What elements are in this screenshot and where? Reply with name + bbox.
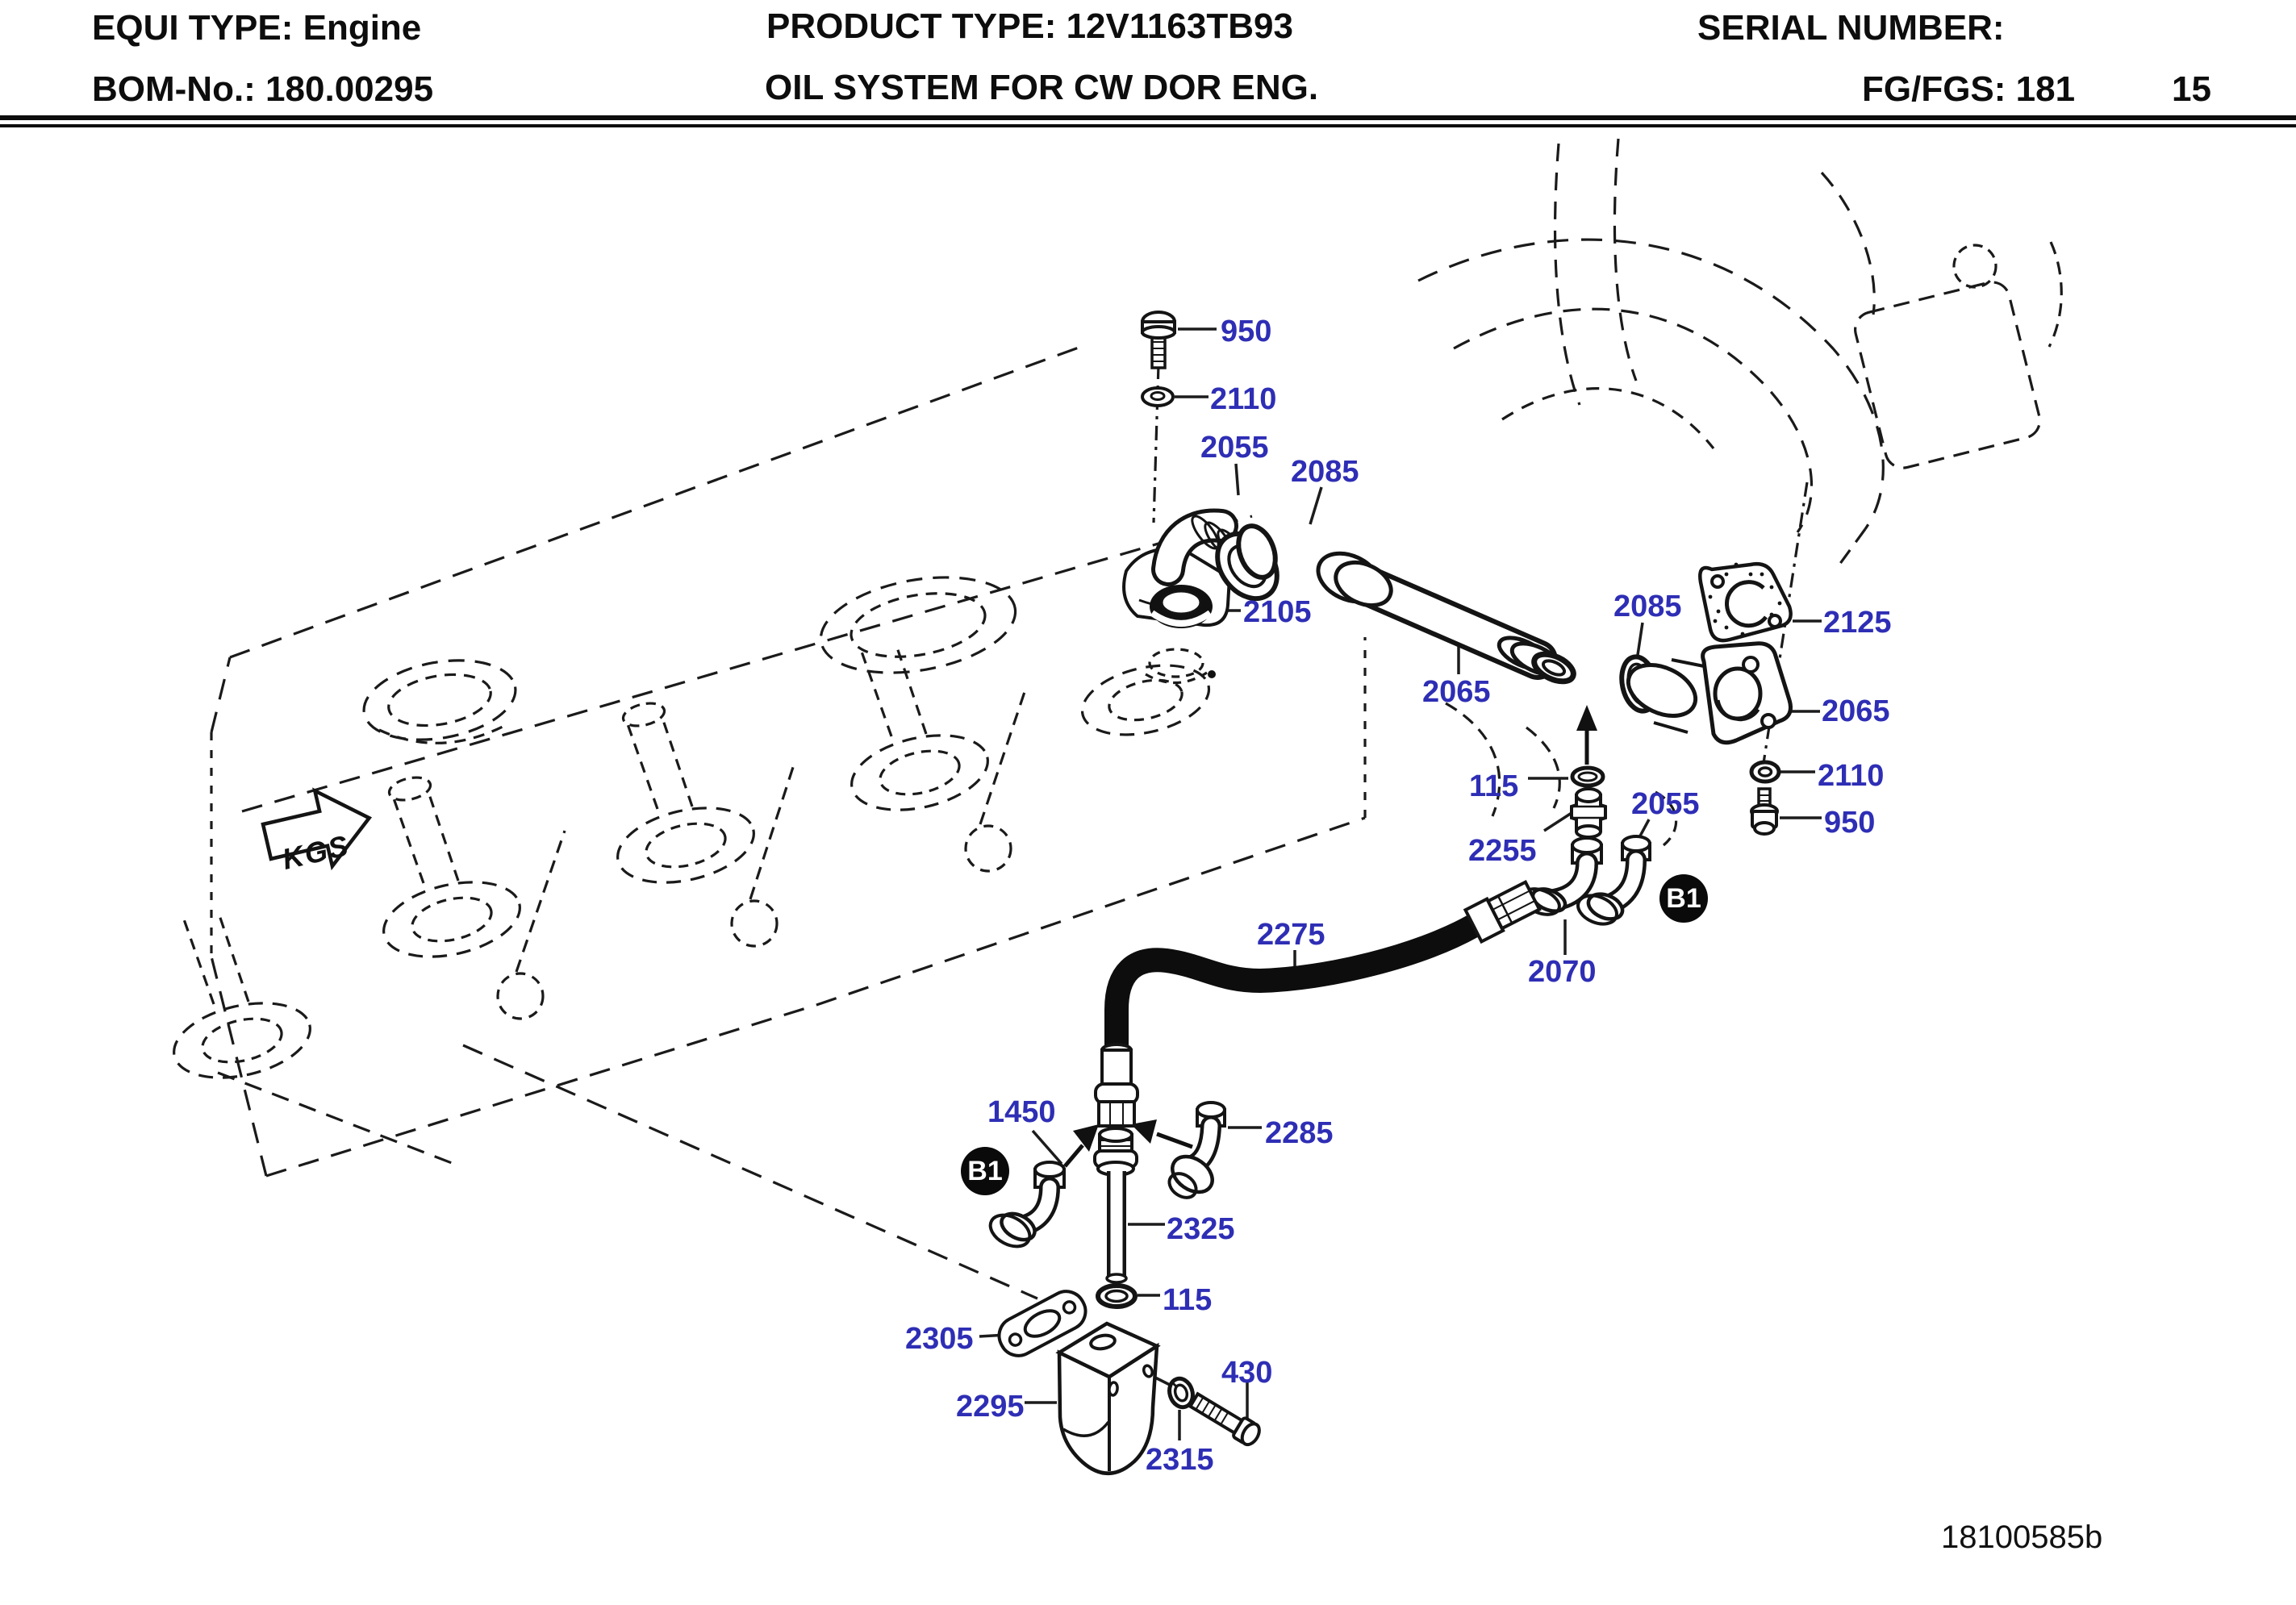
part-label-2065: 2065 xyxy=(1822,694,1890,728)
part-label-2305: 2305 xyxy=(905,1322,974,1356)
oring-115-upper xyxy=(1570,765,1605,788)
serial-number: SERIAL NUMBER: xyxy=(1697,8,2005,48)
drawing-id: 18100585b xyxy=(1941,1520,2103,1555)
part-label-2105: 2105 xyxy=(1243,595,1312,629)
equi-type: EQUI TYPE: Engine xyxy=(92,8,422,48)
part-label-115: 115 xyxy=(1469,769,1519,803)
pipe-2065 xyxy=(1316,551,1576,685)
elbow-1450 xyxy=(988,1161,1066,1249)
gasket-2125 xyxy=(1698,562,1793,643)
part-label-2065: 2065 xyxy=(1422,675,1491,709)
part-label-2295: 2295 xyxy=(956,1390,1025,1424)
elbow-2070 xyxy=(1521,836,1603,916)
part-label-2085: 2085 xyxy=(1613,590,1682,623)
seal-2105 xyxy=(1150,585,1213,628)
tube-2325 xyxy=(1093,1127,1138,1284)
header-divider-thick xyxy=(0,115,2296,120)
pointer-arrows xyxy=(1063,705,1597,1168)
part-label-950: 950 xyxy=(1824,806,1876,840)
gasket-2305 xyxy=(997,1290,1087,1357)
flange-2065-right xyxy=(1626,641,1793,745)
oring-2085-top xyxy=(1236,523,1278,580)
leader-lines xyxy=(979,327,1822,1440)
bom-no: BOM-No.: 180.00295 xyxy=(92,69,434,109)
part-label-1450: 1450 xyxy=(987,1095,1056,1129)
product-type: PRODUCT TYPE: 12V1163TB93 xyxy=(766,6,1293,46)
bolt-950-top xyxy=(1141,311,1176,369)
hose-2275 xyxy=(1094,879,1542,1128)
part-label-430: 430 xyxy=(1221,1356,1273,1390)
part-label-2285: 2285 xyxy=(1265,1116,1334,1150)
system-title: OIL SYSTEM FOR CW DOR ENG. xyxy=(765,68,1319,107)
housing-outline xyxy=(1152,138,2063,847)
washer-2110-top xyxy=(1141,386,1175,407)
elbow-2285 xyxy=(1167,1101,1226,1199)
part-label-115: 115 xyxy=(1163,1283,1213,1317)
part-label-2070: 2070 xyxy=(1528,955,1597,989)
union-2255 xyxy=(1570,787,1607,839)
b1-marker-1: B1 xyxy=(961,1147,1009,1195)
page-number: 15 xyxy=(2172,69,2211,109)
header-divider-thin xyxy=(0,124,2296,127)
bolt-950-right xyxy=(1750,787,1779,836)
part-label-950: 950 xyxy=(1221,315,1272,348)
oring-115-lower xyxy=(1096,1283,1138,1309)
part-label-2110: 2110 xyxy=(1818,759,1885,793)
part-label-2325: 2325 xyxy=(1167,1212,1235,1246)
washer-2315 xyxy=(1167,1376,1195,1410)
b1-marker-2: B1 xyxy=(1659,874,1708,923)
head-port-hole xyxy=(1145,648,1208,685)
part-label-2110: 2110 xyxy=(1210,382,1277,416)
washer-2110-right xyxy=(1749,760,1781,784)
filter-block-2295 xyxy=(1055,1321,1161,1475)
part-label-2055: 2055 xyxy=(1631,787,1700,821)
part-label-2255: 2255 xyxy=(1468,834,1537,868)
part-label-2055: 2055 xyxy=(1200,431,1269,465)
kgs-arrow xyxy=(261,787,373,871)
engine-block-outline xyxy=(173,344,1367,1300)
fg-fgs: FG/FGS: 181 xyxy=(1862,69,2076,109)
part-label-2085: 2085 xyxy=(1291,455,1359,489)
part-label-2315: 2315 xyxy=(1146,1443,1214,1477)
part-label-2275: 2275 xyxy=(1257,918,1325,952)
elbow-2055-mid xyxy=(1576,835,1651,926)
bolt-430 xyxy=(1188,1391,1261,1447)
hose-end-fitting xyxy=(1094,1043,1139,1128)
part-label-2125: 2125 xyxy=(1823,606,1892,640)
